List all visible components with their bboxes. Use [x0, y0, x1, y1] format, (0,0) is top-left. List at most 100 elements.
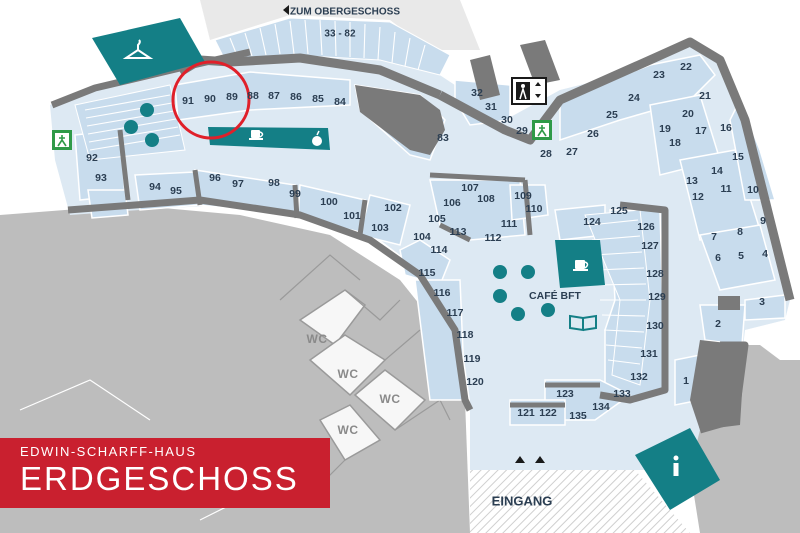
room-number[interactable]: 84	[334, 96, 346, 108]
room-number[interactable]: 5	[738, 250, 744, 262]
room-number[interactable]: 107	[461, 182, 479, 194]
room-number[interactable]: 122	[539, 407, 557, 419]
room-number[interactable]: 121	[517, 407, 535, 419]
room-number[interactable]: 21	[699, 90, 711, 102]
teal-blocks	[92, 18, 720, 510]
room-number[interactable]: 91	[182, 95, 194, 107]
room-number[interactable]: 32	[471, 87, 483, 99]
room-number[interactable]: 13	[686, 175, 698, 187]
room-number[interactable]: 133	[613, 388, 631, 400]
room-number[interactable]: 85	[312, 93, 324, 105]
room-number[interactable]: 23	[653, 69, 665, 81]
room-number[interactable]: 14	[711, 165, 723, 177]
room-number[interactable]: 27	[566, 146, 578, 158]
up-arrow-icon	[283, 5, 545, 463]
room-number[interactable]: 1	[683, 375, 689, 387]
room-number[interactable]: 12	[692, 191, 704, 203]
room-number[interactable]: 131	[640, 348, 658, 360]
wc-label: WC	[307, 332, 328, 346]
room-number[interactable]: 128	[646, 268, 664, 280]
room-number[interactable]: 31	[485, 101, 497, 113]
room-number[interactable]: 102	[384, 202, 402, 214]
room-number[interactable]: 11	[720, 183, 731, 195]
room-number[interactable]: 103	[371, 222, 389, 234]
room-number[interactable]: 117	[447, 307, 464, 319]
room-number[interactable]: 8	[737, 226, 743, 238]
room-number[interactable]: 124	[583, 216, 601, 228]
wc-label: WC	[338, 423, 359, 437]
room-number[interactable]: 96	[209, 172, 221, 184]
room-number[interactable]: 106	[443, 197, 461, 209]
room-number[interactable]: 89	[226, 91, 238, 103]
room-number[interactable]: 92	[86, 152, 98, 164]
information-icon	[673, 455, 679, 476]
room-number[interactable]: 95	[170, 185, 182, 197]
room-number[interactable]: 97	[232, 178, 244, 190]
room-number[interactable]: 135	[569, 410, 587, 422]
room-number[interactable]: 114	[431, 244, 448, 256]
room-number[interactable]: 4	[762, 248, 768, 260]
solid-blocks	[355, 40, 745, 430]
room-number[interactable]: 86	[290, 91, 302, 103]
room-number[interactable]: 28	[540, 148, 552, 160]
room-number[interactable]: 132	[630, 371, 648, 383]
room-number[interactable]: 30	[501, 114, 513, 126]
coffee-cup-icon	[573, 260, 589, 271]
room-number[interactable]: 112	[485, 232, 502, 244]
room-number[interactable]: 24	[628, 92, 640, 104]
room-number[interactable]: 83	[437, 132, 449, 144]
room-number[interactable]: 3	[759, 296, 765, 308]
room-number[interactable]: 110	[526, 203, 543, 215]
room-number[interactable]: 118	[457, 329, 474, 341]
room-number[interactable]: 93	[95, 172, 107, 184]
room-number[interactable]: 20	[682, 108, 694, 120]
room-number[interactable]: 111	[501, 218, 518, 230]
floor-name: ERDGESCHOSS	[20, 460, 299, 497]
room-number[interactable]: 98	[268, 177, 280, 189]
room-number[interactable]: 108	[477, 193, 495, 205]
room-number[interactable]: 87	[268, 90, 280, 102]
room-numbers: 1 2 3 4 5 6 7 8 9 10 11 12 13 14 15 16 1…	[86, 61, 768, 422]
room-number[interactable]: 126	[637, 221, 655, 233]
room-number[interactable]: 9	[760, 215, 766, 227]
room-number[interactable]: 17	[695, 125, 707, 137]
room-number[interactable]: 125	[610, 205, 628, 217]
room-number[interactable]: 113	[450, 226, 467, 238]
room-number[interactable]: 6	[715, 252, 721, 264]
room-number[interactable]: 100	[320, 196, 338, 208]
room-number[interactable]: 127	[641, 240, 659, 252]
apple-icon	[312, 130, 322, 146]
room-number[interactable]: 120	[466, 376, 484, 388]
room-number[interactable]: 130	[646, 320, 664, 332]
room-number[interactable]: 129	[648, 291, 666, 303]
room-number[interactable]: 94	[149, 181, 161, 193]
room-number[interactable]: 119	[464, 353, 481, 365]
upstairs-label: ZUM OBERGESCHOSS	[290, 7, 400, 18]
room-number[interactable]: 88	[247, 90, 259, 102]
room-number[interactable]: 123	[556, 388, 574, 400]
room-number[interactable]: 18	[669, 137, 681, 149]
upstairs-range-label: 33 - 82	[324, 29, 356, 40]
room-number[interactable]: 134	[592, 401, 610, 413]
room-number[interactable]: 116	[434, 287, 451, 299]
room-number[interactable]: 2	[715, 318, 721, 330]
room-number[interactable]: 22	[680, 61, 692, 73]
room-number[interactable]: 101	[343, 210, 361, 222]
room-number[interactable]: 109	[514, 190, 532, 202]
room-number[interactable]: 16	[720, 122, 732, 134]
room-number[interactable]: 15	[732, 151, 744, 163]
room-number[interactable]: 25	[606, 109, 618, 121]
room-number[interactable]: 99	[289, 188, 301, 200]
elevator-icon	[511, 77, 547, 105]
room-number[interactable]: 7	[711, 231, 717, 243]
room-number[interactable]: 105	[428, 213, 446, 225]
room-number[interactable]: 115	[419, 267, 436, 279]
room-number[interactable]: 29	[516, 125, 528, 137]
room-number[interactable]: 26	[587, 128, 599, 140]
room-number[interactable]: 19	[659, 123, 671, 135]
room-number[interactable]: 10	[747, 184, 759, 196]
room-number[interactable]: 104	[413, 231, 431, 243]
open-book-icon	[569, 314, 597, 332]
room-number[interactable]: 90	[204, 93, 216, 105]
entrance-label: EINGANG	[492, 493, 553, 508]
